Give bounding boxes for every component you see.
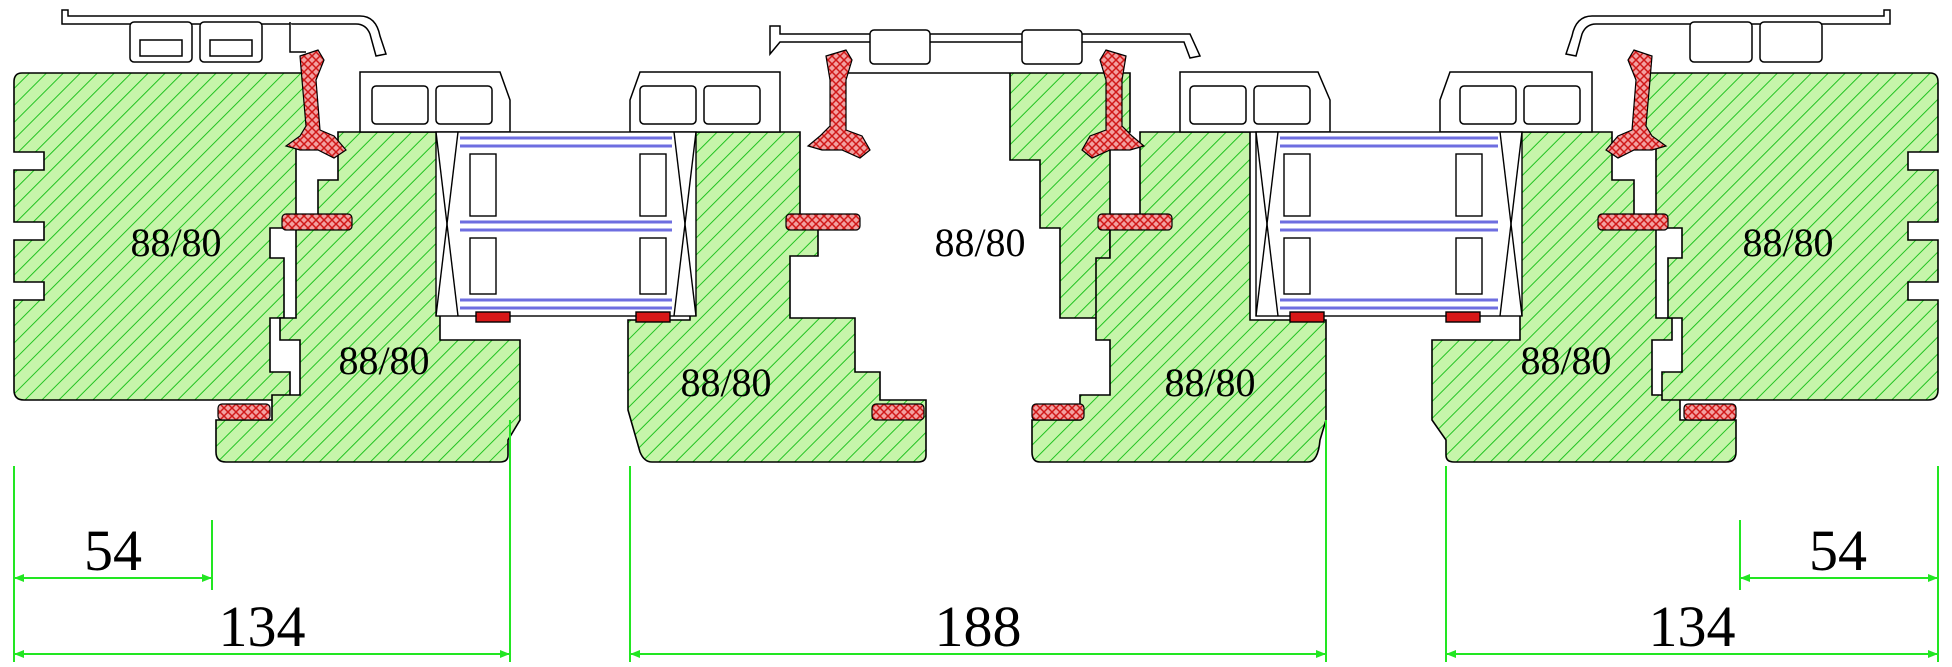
left-frame-wood — [13, 72, 309, 401]
dimension-values: 54 134 188 134 54 — [84, 518, 1867, 659]
glazing-right — [1255, 131, 1523, 323]
section-label-center-mullion: 88/80 — [934, 220, 1025, 265]
aluminium-cladding — [61, 9, 1891, 133]
dim-right-inner: 54 — [1809, 518, 1867, 583]
section-label-center-right-sash: 88/80 — [1164, 360, 1255, 405]
section-label-right-frame: 88/80 — [1742, 220, 1833, 265]
section-label-left-frame: 88/80 — [130, 220, 221, 265]
right-sash-wood — [1431, 131, 1737, 463]
section-label-center-left-sash: 88/80 — [680, 360, 771, 405]
dim-center-total: 188 — [935, 594, 1022, 659]
dimension-lines — [13, 420, 1939, 662]
gaskets — [217, 49, 1737, 421]
center-mullion-wood — [830, 72, 1131, 319]
left-sash-wood — [215, 131, 521, 463]
section-labels: 88/80 88/80 88/80 88/80 88/80 88/80 88/8… — [130, 220, 1833, 405]
right-frame-wood — [1643, 72, 1939, 401]
wood-profiles — [13, 72, 1939, 463]
dim-left-inner: 54 — [84, 518, 142, 583]
center-left-sash-wood — [627, 131, 927, 463]
section-label-left-sash: 88/80 — [338, 338, 429, 383]
section-label-right-sash: 88/80 — [1520, 338, 1611, 383]
center-right-sash-wood — [1031, 131, 1327, 463]
dim-right-total: 134 — [1649, 594, 1736, 659]
dim-left-total: 134 — [219, 594, 306, 659]
glazing-left — [435, 131, 697, 323]
